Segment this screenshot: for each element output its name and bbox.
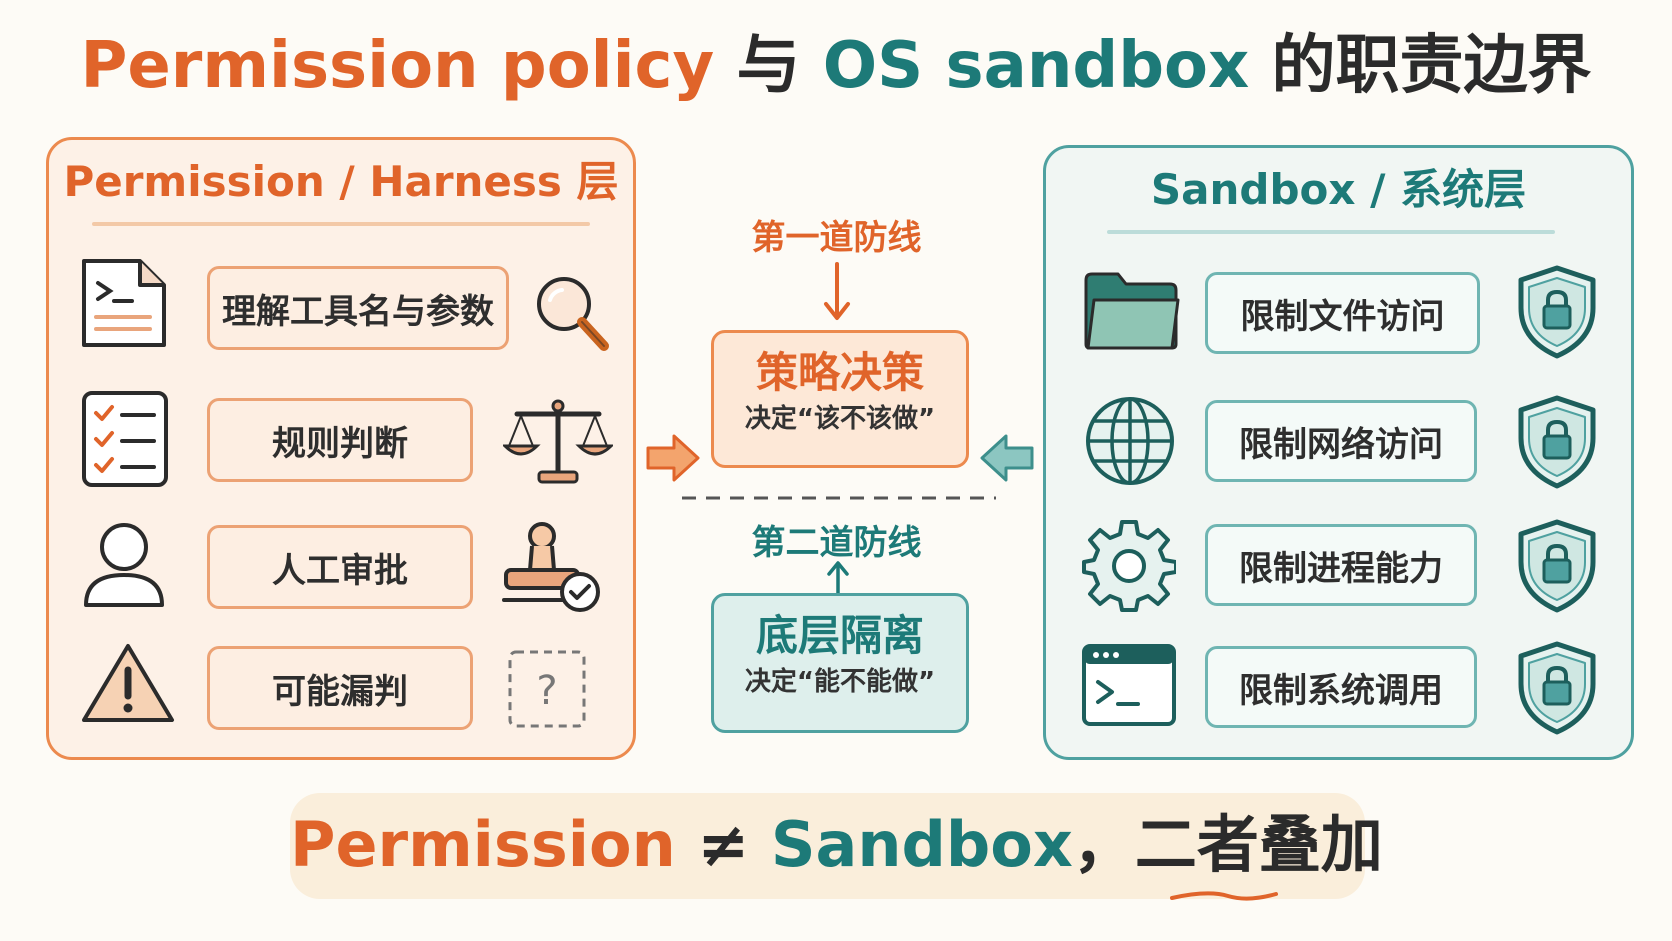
right-row-label-network-access: 限制网络访问	[1205, 400, 1477, 482]
right-arrow-icon	[646, 434, 700, 482]
terminal-window-icon	[1082, 644, 1176, 726]
title-and: 与	[736, 29, 801, 103]
page-title: Permission policy 与 OS sandbox 的职责边界	[0, 22, 1672, 110]
second-line-of-defense-label: 第二道防线	[751, 523, 922, 563]
folder-icon	[1084, 272, 1180, 350]
terminal-document-icon	[82, 259, 166, 347]
magnifier-icon	[537, 277, 609, 351]
left-row-label-manual-approval: 人工审批	[207, 525, 473, 609]
left-heading-underline	[92, 222, 590, 226]
defense-divider-line	[682, 496, 996, 500]
right-row-label-process-capability: 限制进程能力	[1205, 524, 1477, 606]
footer-highlight-band	[290, 793, 1365, 899]
first-line-of-defense-label: 第一道防线	[751, 218, 922, 258]
svg-text:?: ?	[536, 668, 557, 714]
right-heading-underline	[1107, 230, 1555, 234]
gear-icon	[1082, 520, 1176, 612]
warning-icon	[82, 644, 174, 722]
globe-icon	[1086, 397, 1174, 485]
bottom-isolation-box: 底层隔离 决定“能不能做”	[711, 593, 969, 733]
shield-lock-icon-network	[1518, 395, 1596, 489]
sandbox-system-heading: Sandbox / 系统层	[1150, 165, 1527, 214]
shield-lock-icon-process	[1518, 519, 1596, 613]
policy-decision-subtitle: 决定“该不该做”	[744, 404, 936, 434]
left-arrow-icon	[980, 434, 1034, 482]
user-icon	[84, 523, 164, 607]
footer-summary: Permission ≠ Sandbox，二者叠加	[290, 800, 1383, 890]
title-os-sandbox: OS sandbox	[822, 29, 1250, 103]
footer-emphasis-underline	[1170, 891, 1278, 901]
shield-lock-icon-file	[1518, 265, 1596, 359]
checklist-icon	[82, 391, 168, 487]
bottom-isolation-title: 底层隔离	[755, 611, 924, 660]
policy-decision-title: 策略决策	[755, 348, 924, 397]
stamp-approval-icon	[502, 522, 600, 612]
footer-sandbox: Sandbox	[770, 808, 1073, 881]
footer-not-equal: ≠	[697, 808, 750, 881]
footer-both-stack: ，二者叠加	[1072, 808, 1383, 881]
right-row-label-system-calls: 限制系统调用	[1205, 646, 1477, 728]
policy-decision-box: 策略决策 决定“该不该做”	[711, 330, 969, 468]
title-permission-policy: Permission policy	[80, 29, 715, 103]
footer-permission: Permission	[290, 808, 676, 881]
left-row-label-possible-misjudgment: 可能漏判	[207, 646, 473, 730]
left-row-label-understand-tools: 理解工具名与参数	[207, 266, 509, 350]
scales-icon	[503, 399, 613, 484]
bottom-isolation-subtitle: 决定“能不能做”	[744, 667, 936, 697]
shield-lock-icon-syscall	[1518, 641, 1596, 735]
right-row-label-file-access: 限制文件访问	[1205, 272, 1480, 354]
left-row-label-rule-judgement: 规则判断	[207, 398, 473, 482]
down-arrow-icon	[824, 262, 850, 320]
unknown-question-icon: ?	[508, 650, 586, 728]
permission-harness-heading: Permission / Harness 层	[63, 157, 619, 206]
title-responsibility-boundary: 的职责边界	[1271, 29, 1592, 103]
